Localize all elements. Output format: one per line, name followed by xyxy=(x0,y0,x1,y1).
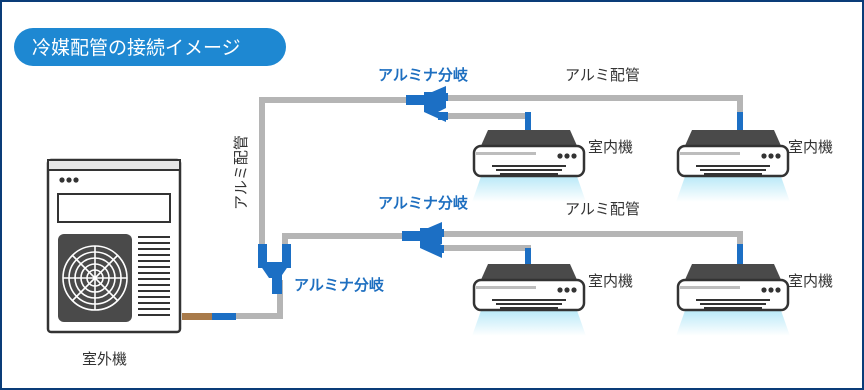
diagram-title: 冷媒配管の接続イメージ xyxy=(32,37,241,59)
riser-pipe-top xyxy=(259,97,412,262)
indoor-unit-4 xyxy=(674,262,792,338)
vent-slats xyxy=(138,236,170,316)
pipe-label-middle: アルミ配管 xyxy=(565,200,640,218)
branch-label-lower: アルミナ分岐 xyxy=(294,276,385,294)
middle-short-pipe xyxy=(440,245,531,251)
outdoor-unit-label: 室外機 xyxy=(82,350,127,368)
indoor-unit-label-1: 室内機 xyxy=(588,138,633,156)
top-long-pipe xyxy=(440,95,743,112)
outdoor-connector xyxy=(212,313,236,320)
branch-label-middle: アルミナ分岐 xyxy=(378,194,469,212)
fan-grille-icon xyxy=(62,245,128,311)
pipe-connectors xyxy=(525,112,743,270)
branch-fitting-top xyxy=(406,86,448,122)
title-badge: 冷媒配管の接続イメージ xyxy=(14,28,286,66)
branch-label-top: アルミナ分岐 xyxy=(378,66,469,84)
indoor-unit-label-2: 室内機 xyxy=(788,138,833,156)
indoor-unit-label-3: 室内機 xyxy=(588,272,633,290)
pipe-label-top: アルミ配管 xyxy=(565,66,640,84)
copper-stub xyxy=(182,313,212,320)
indoor-unit-2 xyxy=(674,128,792,204)
branch-fitting-middle xyxy=(402,222,444,258)
pipe-label-vertical: アルミ配管 xyxy=(232,135,250,210)
indoor-unit-3 xyxy=(470,262,588,338)
indoor-unit-1 xyxy=(470,128,588,204)
middle-long-pipe xyxy=(440,231,743,244)
outdoor-unit xyxy=(46,158,182,334)
branch-fitting-lower xyxy=(258,244,291,294)
indoor-unit-label-4: 室内機 xyxy=(788,272,833,290)
